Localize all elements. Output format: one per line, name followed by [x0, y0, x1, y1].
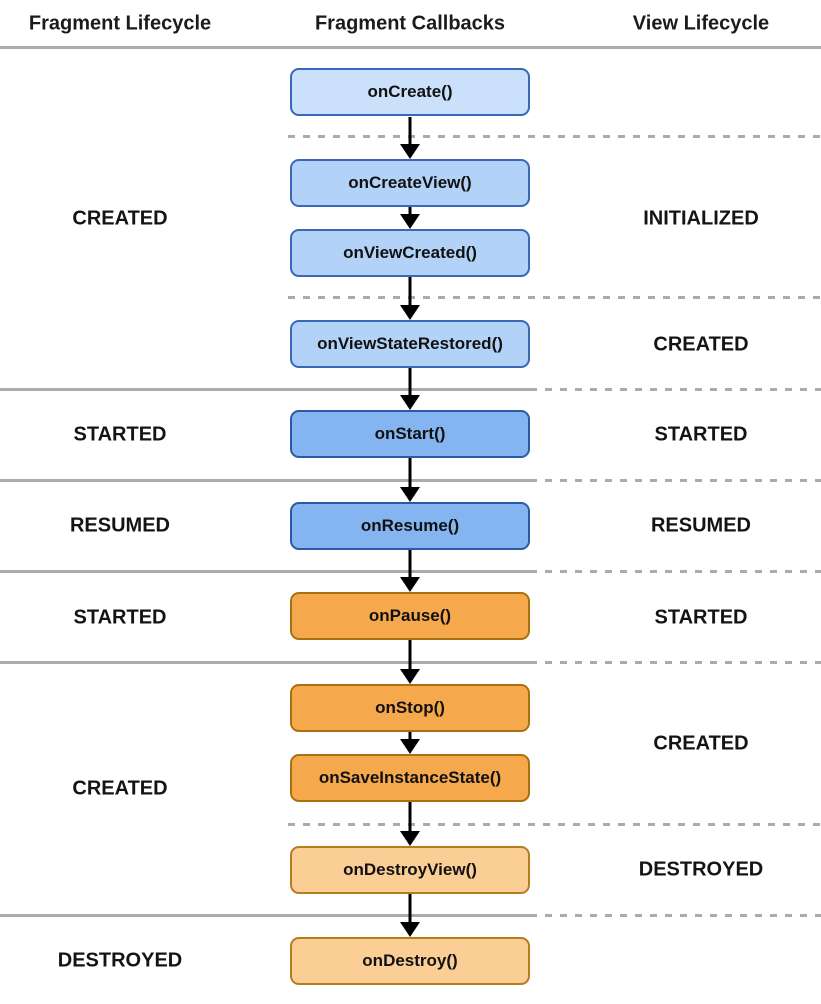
arrow-ondestroyview-to-ondestroy — [399, 894, 421, 937]
arrow-onstart-to-onresume — [399, 458, 421, 502]
view-divider-created-2 — [545, 661, 821, 664]
view-divider-resumed — [545, 479, 821, 482]
view-state-resumed: RESUMED — [650, 514, 752, 537]
callback-box-onviewcreated: onViewCreated() — [290, 229, 530, 277]
view-state-started-2: STARTED — [654, 606, 748, 629]
view-divider-created — [288, 296, 821, 299]
fragment-state-created-2: CREATED — [72, 777, 168, 800]
view-divider-destroyed-2 — [545, 914, 821, 917]
view-divider-started-2 — [545, 570, 821, 573]
callback-box-onresume: onResume() — [290, 502, 530, 550]
arrow-shaft — [408, 277, 412, 309]
column-header-view-lifecycle: View Lifecycle — [632, 12, 770, 35]
arrow-onresume-to-onpause — [399, 550, 421, 592]
fragment-divider-resumed — [0, 479, 537, 482]
callback-box-onpause: onPause() — [290, 592, 530, 640]
fragment-divider-created-2 — [0, 661, 537, 664]
arrow-head-icon — [400, 669, 420, 684]
arrow-shaft — [408, 732, 412, 743]
arrow-head-icon — [400, 922, 420, 937]
callback-box-onstop: onStop() — [290, 684, 530, 732]
header-divider-line — [0, 46, 821, 49]
callback-box-onstart: onStart() — [290, 410, 530, 458]
column-header-fragment-callbacks: Fragment Callbacks — [314, 12, 506, 35]
arrow-head-icon — [400, 831, 420, 846]
view-state-initialized: INITIALIZED — [643, 207, 759, 230]
arrow-shaft — [408, 117, 412, 148]
arrow-onstop-to-onsaveinstancestate — [399, 732, 421, 754]
fragment-divider-destroyed — [0, 914, 537, 917]
arrow-shaft — [408, 550, 412, 581]
callback-box-oncreate: onCreate() — [290, 68, 530, 116]
view-state-started: STARTED — [654, 423, 748, 446]
arrow-onviewstaterestored-to-onstart — [399, 368, 421, 410]
arrow-head-icon — [400, 144, 420, 159]
arrow-shaft — [408, 207, 412, 218]
view-divider-destroyed — [288, 823, 821, 826]
arrow-shaft — [408, 894, 412, 926]
arrow-head-icon — [400, 487, 420, 502]
callback-box-ondestroy: onDestroy() — [290, 937, 530, 985]
arrow-head-icon — [400, 214, 420, 229]
arrow-shaft — [408, 640, 412, 673]
view-divider-started — [545, 388, 821, 391]
fragment-divider-started — [0, 388, 537, 391]
fragment-state-resumed: RESUMED — [69, 514, 171, 537]
column-header-fragment-lifecycle: Fragment Lifecycle — [28, 12, 212, 35]
fragment-state-started: STARTED — [73, 423, 167, 446]
arrow-onviewcreated-to-onviewstaterestored — [399, 277, 421, 320]
arrow-shaft — [408, 458, 412, 491]
arrow-head-icon — [400, 739, 420, 754]
callback-box-onsaveinstancestate: onSaveInstanceState() — [290, 754, 530, 802]
arrow-onsaveinstancestate-to-ondestroyview — [399, 802, 421, 846]
view-divider-initialized — [288, 135, 821, 138]
callback-box-ondestroyview: onDestroyView() — [290, 846, 530, 894]
arrow-shaft — [408, 368, 412, 399]
view-state-created-2: CREATED — [653, 732, 749, 755]
fragment-state-started-2: STARTED — [73, 606, 167, 629]
fragment-state-destroyed: DESTROYED — [57, 949, 183, 972]
arrow-onpause-to-onstop — [399, 640, 421, 684]
fragment-state-created: CREATED — [72, 207, 168, 230]
arrow-head-icon — [400, 305, 420, 320]
view-state-created: CREATED — [653, 333, 749, 356]
arrow-oncreateview-to-onviewcreated — [399, 207, 421, 229]
fragment-divider-started-2 — [0, 570, 537, 573]
arrow-head-icon — [400, 395, 420, 410]
arrow-head-icon — [400, 577, 420, 592]
callback-box-onviewstaterestored: onViewStateRestored() — [290, 320, 530, 368]
view-state-destroyed: DESTROYED — [638, 858, 764, 881]
arrow-shaft — [408, 802, 412, 835]
callback-box-oncreateview: onCreateView() — [290, 159, 530, 207]
arrow-oncreate-to-oncreateview — [399, 117, 421, 159]
